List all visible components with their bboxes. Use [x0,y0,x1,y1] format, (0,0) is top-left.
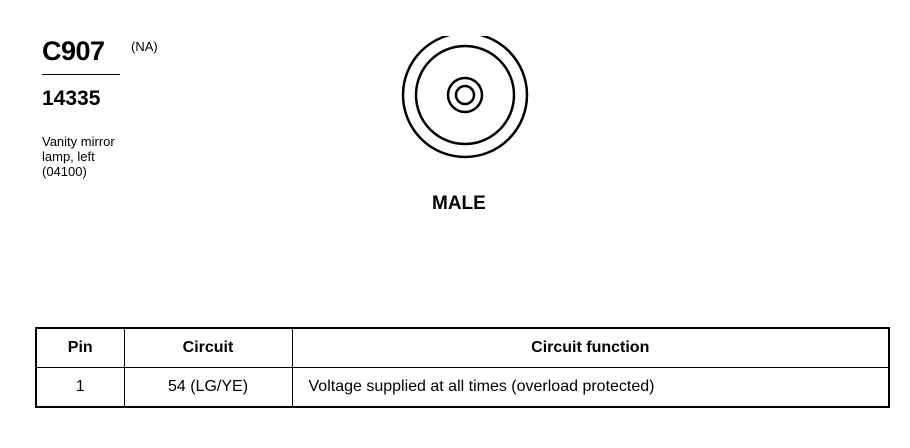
connector-id: C907 [42,36,105,66]
id-underline [42,74,120,75]
cell-pin: 1 [35,367,125,408]
cell-circuit: 54 (LG/YE) [123,367,293,408]
pin-table: Pin Circuit Circuit function 1 54 (LG/YE… [35,327,890,408]
header-circuit-function: Circuit function [291,327,890,368]
table-row: 1 54 (LG/YE) Voltage supplied at all tim… [35,367,890,408]
part-number: 14335 [42,87,101,110]
connector-description: Vanity mirror lamp, left (04100) [42,134,115,179]
connector-gender-label: MALE [432,193,486,214]
middle-ring [414,44,516,146]
outer-ring [401,36,529,159]
table-header-row: Pin Circuit Circuit function [35,327,890,368]
description-line: lamp, left [42,149,95,164]
pin-socket-inner [454,84,476,106]
pin-socket-outer [446,76,484,114]
header-pin: Pin [35,327,125,368]
header-circuit: Circuit [123,327,293,368]
connector-face-diagram [401,36,529,159]
cell-circuit-function: Voltage supplied at all times (overload … [291,367,890,408]
description-line: Vanity mirror [42,134,115,149]
description-line: (04100) [42,164,87,179]
region-note: (NA) [131,39,158,54]
